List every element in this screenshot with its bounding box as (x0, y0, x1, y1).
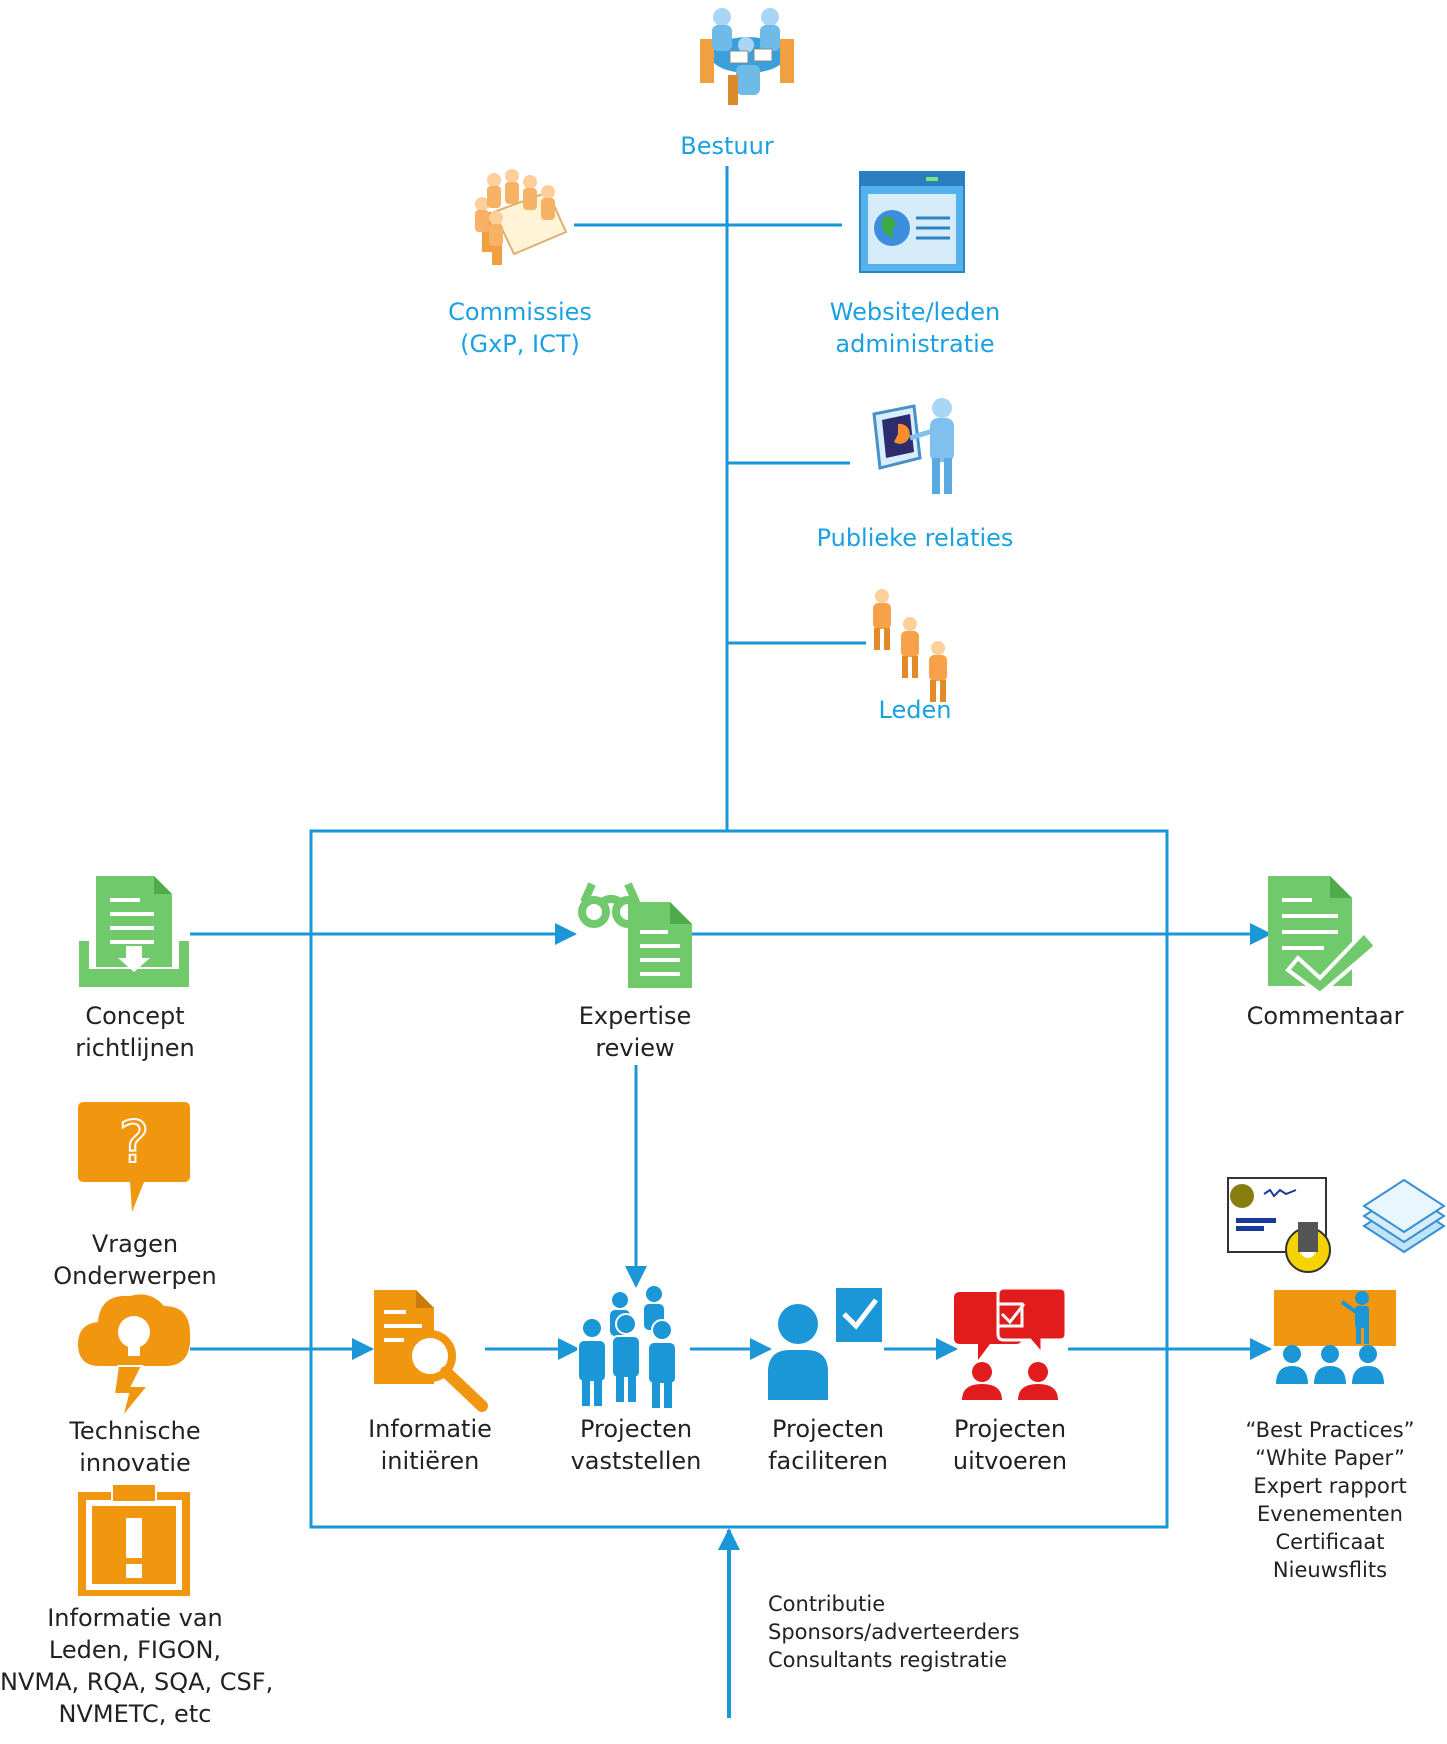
bestuur-label: Bestuur (680, 132, 774, 160)
leden-label: Leden (878, 696, 952, 724)
connector-lines (190, 166, 1272, 1718)
vragen-line-1: Vragen (91, 1230, 179, 1258)
expertise-review-label: Expertise review (550, 1000, 720, 1064)
results-line-3: Expert rapport (1253, 1474, 1407, 1498)
glasses-document-icon (578, 882, 692, 988)
publieke-relaties-label: Publieke relaties (816, 524, 1014, 552)
commissies-line-1: Commissies (448, 298, 592, 326)
informatie-line-2: initiëren (380, 1447, 480, 1475)
uitvoeren-line-2: uitvoeren (952, 1447, 1068, 1475)
clipboard-alert-icon (78, 1483, 190, 1596)
vragen-line-2: Onderwerpen (53, 1262, 217, 1290)
projecten-uitvoeren-label: Projecten uitvoeren (930, 1413, 1090, 1477)
certificate-gear-presentation-icon (1227, 1177, 1446, 1384)
website-globe-icon (859, 171, 965, 273)
results-line-6: Nieuwsflits (1272, 1558, 1388, 1582)
vragen-label: Vragen Onderwerpen (30, 1228, 240, 1292)
vaststellen-line-2: vaststellen (570, 1447, 702, 1475)
projecten-faciliteren-label: Projecten faciliteren (748, 1413, 908, 1477)
concept-line-1: Concept (85, 1002, 185, 1030)
results-line-4: Evenementen (1257, 1502, 1403, 1526)
concept-richtlijnen-label: Concept richtlijnen (40, 1000, 230, 1064)
results-line-2: “White Paper” (1255, 1446, 1405, 1470)
expertise-line-2: review (595, 1034, 675, 1062)
document-search-icon (374, 1290, 488, 1412)
board-meeting-icon (700, 8, 794, 105)
informatie-van-line-2: Leden, FIGON, (48, 1636, 222, 1664)
idea-cloud-icon (78, 1294, 191, 1419)
person-check-icon (768, 1288, 882, 1400)
faciliteren-line-2: faciliteren (768, 1447, 888, 1475)
results-line-1: “Best Practices” (1245, 1418, 1415, 1442)
committee-table-icon (475, 169, 568, 265)
uitvoeren-line-1: Projecten (953, 1415, 1067, 1443)
informatie-initieren-label: Informatie initiëren (350, 1413, 510, 1477)
commissies-line-2: (GxP, ICT) (460, 330, 580, 358)
website-line-2: administratie (835, 330, 995, 358)
informatie-line-1: Informatie (368, 1415, 492, 1443)
commissies-label: Commissies (GxP, ICT) (430, 296, 610, 360)
informatie-van-line-4: NVMETC, etc (58, 1700, 212, 1728)
technische-label: Technische innovatie (40, 1415, 230, 1479)
funding-line-2: Sponsors/adverteerders (768, 1620, 1020, 1644)
website-line-1: Website/leden (829, 298, 1001, 326)
website-label: Website/leden administratie (810, 296, 1020, 360)
funding-label: Contributie Sponsors/adverteerders Consu… (768, 1590, 1068, 1674)
informatie-van-line-3: NVMA, RQA, SQA, CSF, (0, 1668, 274, 1696)
commentaar-label: Commentaar (1246, 1002, 1404, 1030)
vaststellen-line-1: Projecten (579, 1415, 693, 1443)
people-chat-icon (954, 1286, 1068, 1400)
group-people-icon (577, 1286, 677, 1408)
presenter-icon (872, 398, 954, 494)
question-bubble-icon: ? (78, 1102, 190, 1212)
faciliteren-line-1: Projecten (771, 1415, 885, 1443)
process-frame (309, 829, 1169, 1529)
technische-line-2: innovatie (79, 1449, 191, 1477)
informatie-van-line-1: Informatie van (47, 1604, 223, 1632)
expertise-line-1: Expertise (578, 1002, 692, 1030)
funding-line-3: Consultants registratie (768, 1648, 1008, 1672)
informatie-van-label: Informatie van Leden, FIGON, NVMA, RQA, … (0, 1602, 274, 1730)
results-list-label: “Best Practices” “White Paper” Expert ra… (1220, 1416, 1440, 1584)
members-icon (873, 589, 947, 702)
results-line-5: Certificaat (1275, 1530, 1385, 1554)
document-inbox-icon (77, 876, 191, 989)
svg-text:?: ? (119, 1108, 150, 1176)
concept-line-2: richtlijnen (75, 1034, 195, 1062)
funding-line-1: Contributie (768, 1592, 886, 1616)
projecten-vaststellen-label: Projecten vaststellen (556, 1413, 716, 1477)
technische-line-1: Technische (69, 1417, 201, 1445)
document-check-icon (1268, 876, 1379, 997)
